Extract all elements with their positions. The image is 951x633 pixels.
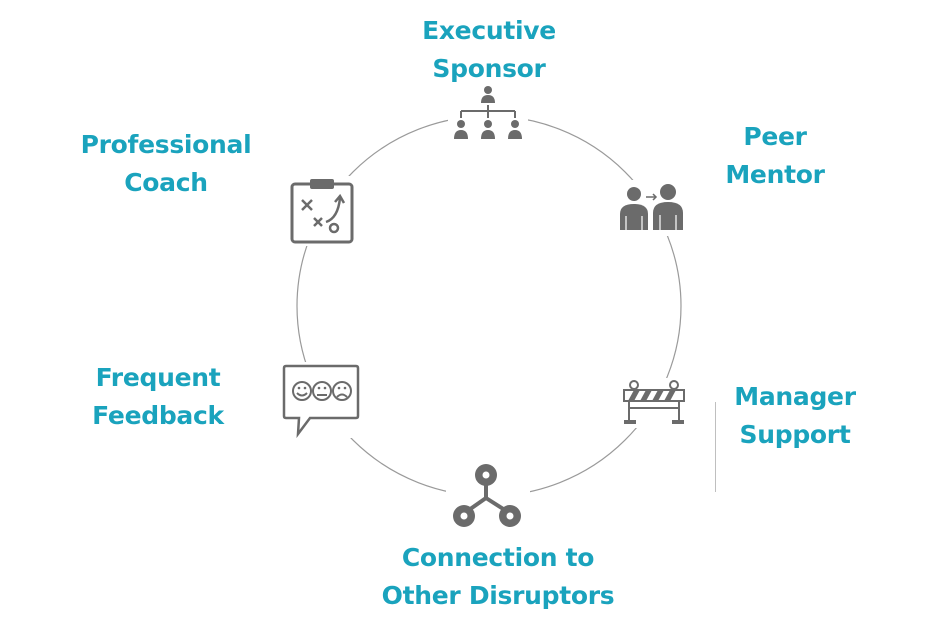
professional-coach-label: Professional Coach (76, 126, 256, 202)
executive-sponsor-line2: Sponsor (432, 54, 546, 83)
mentoring-people-icon (616, 180, 688, 236)
connection-label: Connection to Other Disruptors (368, 539, 628, 615)
network-nodes-icon (446, 462, 530, 530)
barrier-icon (620, 378, 688, 428)
peer-mentor-line1: Peer (743, 122, 807, 151)
manager-support-label: Manager Support (728, 378, 862, 454)
peer-mentor-label: Peer Mentor (715, 118, 835, 194)
frequent-feedback-line1: Frequent (95, 363, 221, 392)
divider-line (715, 402, 716, 492)
connection-line2: Other Disruptors (381, 581, 615, 610)
connection-line1: Connection to (401, 543, 595, 572)
manager-support-line1: Manager (734, 382, 856, 411)
frequent-feedback-label: Frequent Feedback (84, 359, 232, 435)
frequent-feedback-line2: Feedback (92, 401, 224, 430)
professional-coach-line2: Coach (124, 168, 208, 197)
coach-clipboard-icon (288, 176, 356, 246)
professional-coach-line1: Professional (80, 130, 252, 159)
peer-mentor-line2: Mentor (725, 160, 825, 189)
executive-sponsor-label: Executive Sponsor (411, 12, 567, 88)
executive-sponsor-line1: Executive (422, 16, 556, 45)
manager-support-line2: Support (739, 420, 851, 449)
feedback-faces-icon (280, 362, 362, 438)
org-chart-icon (448, 84, 528, 146)
